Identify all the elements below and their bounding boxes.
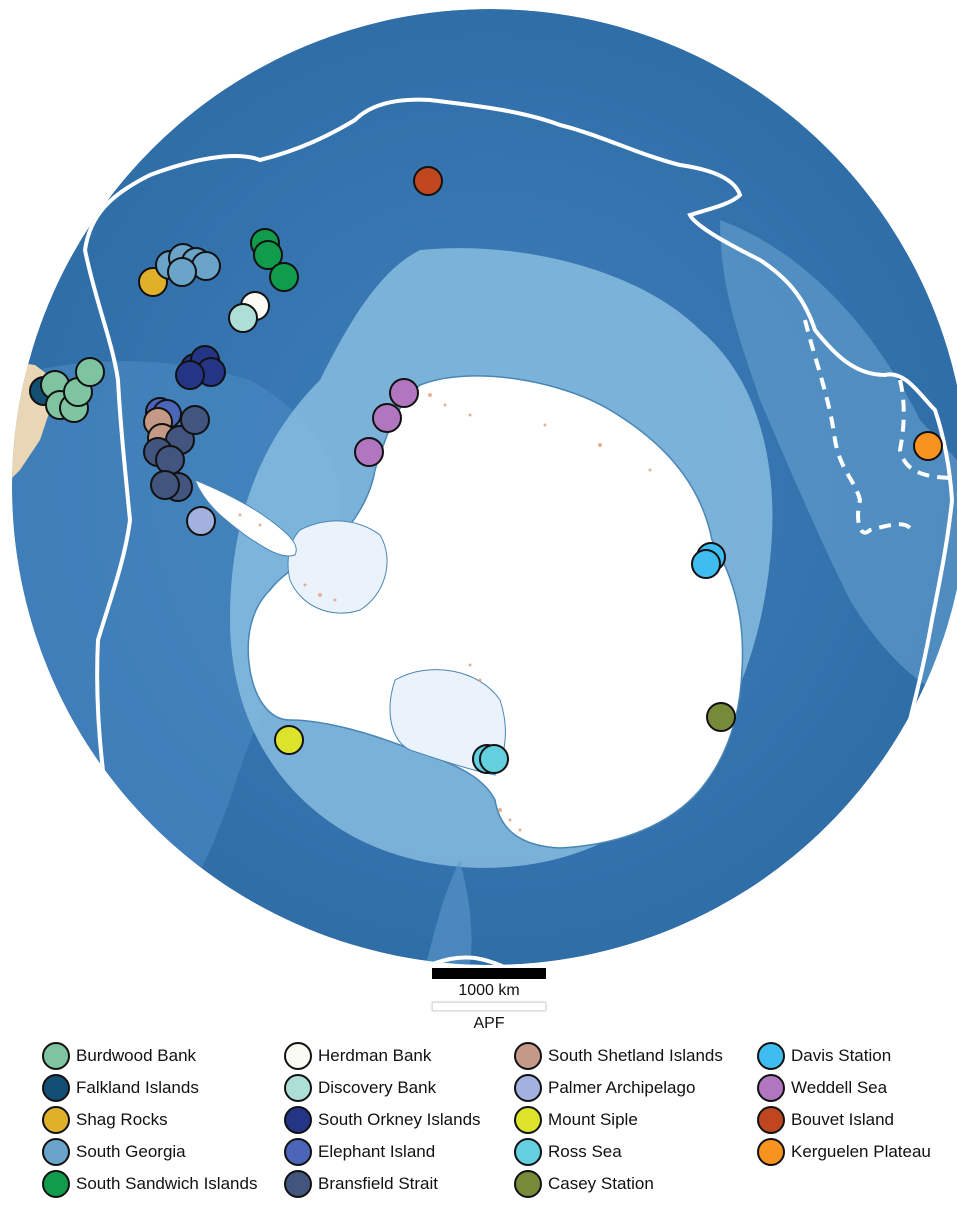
legend-item: Kerguelen Plateau: [757, 1136, 931, 1168]
legend-label: Bouvet Island: [791, 1110, 895, 1129]
legend-swatch: [284, 1138, 312, 1166]
legend-item: Palmer Archipelago: [514, 1072, 723, 1104]
site-marker: [167, 257, 197, 287]
polar-front-dashed: [803, 319, 914, 535]
legend-label: Palmer Archipelago: [548, 1078, 696, 1097]
site-marker: [269, 262, 299, 292]
legend-swatch: [757, 1042, 785, 1070]
legend-item: Herdman Bank: [284, 1040, 481, 1072]
sample-site-markers: [29, 166, 943, 774]
legend-label: Davis Station: [791, 1046, 892, 1065]
polar-front-bottom: [398, 955, 541, 965]
polar-front-legend-line: [432, 1002, 546, 1011]
legend-swatch: [42, 1074, 70, 1102]
legend-label: South Shetland Islands: [548, 1046, 723, 1065]
legend-item: South Orkney Islands: [284, 1104, 481, 1136]
legend-label: Discovery Bank: [318, 1078, 437, 1097]
polar-front-line: [82, 97, 955, 962]
scale-bar-black: [432, 968, 546, 979]
legend-item: Burdwood Bank: [42, 1040, 257, 1072]
legend-item: Shag Rocks: [42, 1104, 257, 1136]
site-marker: [150, 470, 180, 500]
legend-item: Weddell Sea: [757, 1072, 931, 1104]
legend-label: South Sandwich Islands: [76, 1174, 258, 1193]
kerguelen-front-dashed: [897, 379, 957, 480]
scale-bar: 1000 km APF: [432, 968, 546, 1033]
site-marker: [175, 360, 205, 390]
site-marker: [274, 725, 304, 755]
ronne-ice-shelf: [287, 520, 388, 614]
legend-label: Mount Siple: [548, 1110, 638, 1129]
antarctic-peninsula: [194, 479, 297, 557]
site-marker: [75, 357, 105, 387]
legend-column-2: Herdman Bank Discovery Bank South Orkney…: [284, 1040, 481, 1200]
site-marker: [372, 403, 402, 433]
legend-label: Falkland Islands: [76, 1078, 199, 1097]
site-marker: [180, 405, 210, 435]
site-marker: [155, 445, 185, 475]
legend: Burdwood Bank Falkland Islands Shag Rock…: [42, 1040, 957, 1205]
legend-item: Discovery Bank: [284, 1072, 481, 1104]
legend-column-1: Burdwood Bank Falkland Islands Shag Rock…: [42, 1040, 257, 1200]
site-marker: [913, 431, 943, 461]
legend-swatch: [42, 1138, 70, 1166]
legend-label: Herdman Bank: [318, 1046, 432, 1065]
legend-label: South Orkney Islands: [318, 1110, 481, 1129]
legend-label: Ross Sea: [548, 1142, 622, 1161]
rock-outcrops: [238, 393, 652, 832]
legend-swatch: [757, 1074, 785, 1102]
legend-label: Weddell Sea: [791, 1078, 888, 1097]
legend-item: Ross Sea: [514, 1136, 723, 1168]
legend-label: Bransfield Strait: [318, 1174, 438, 1193]
legend-swatch: [514, 1170, 542, 1198]
legend-swatch: [284, 1074, 312, 1102]
scale-distance-label: 1000 km: [458, 982, 520, 999]
legend-label: Elephant Island: [318, 1142, 436, 1161]
polar-front-label: APF: [473, 1015, 505, 1032]
legend-label: South Georgia: [76, 1142, 186, 1161]
legend-item: South Shetland Islands: [514, 1040, 723, 1072]
legend-item: South Georgia: [42, 1136, 257, 1168]
site-marker: [706, 702, 736, 732]
legend-item: Elephant Island: [284, 1136, 481, 1168]
legend-label: Burdwood Bank: [76, 1046, 197, 1065]
legend-swatch: [42, 1170, 70, 1198]
legend-column-4: Davis Station Weddell Sea Bouvet Island …: [757, 1040, 931, 1168]
site-marker: [354, 437, 384, 467]
legend-swatch: [757, 1138, 785, 1166]
legend-swatch: [284, 1106, 312, 1134]
legend-label: Kerguelen Plateau: [791, 1142, 931, 1161]
site-marker: [389, 378, 419, 408]
legend-item: South Sandwich Islands: [42, 1168, 257, 1200]
site-marker: [691, 549, 721, 579]
legend-swatch: [514, 1138, 542, 1166]
site-marker: [186, 506, 216, 536]
site-marker: [253, 240, 283, 270]
legend-swatch: [514, 1106, 542, 1134]
legend-column-3: South Shetland Islands Palmer Archipelag…: [514, 1040, 723, 1200]
legend-swatch: [514, 1042, 542, 1070]
legend-item: Casey Station: [514, 1168, 723, 1200]
site-marker: [413, 166, 443, 196]
legend-swatch: [514, 1074, 542, 1102]
legend-label: Casey Station: [548, 1174, 654, 1193]
site-marker: [479, 744, 509, 774]
legend-swatch: [284, 1170, 312, 1198]
legend-swatch: [42, 1042, 70, 1070]
legend-label: Shag Rocks: [76, 1110, 168, 1129]
legend-swatch: [42, 1106, 70, 1134]
legend-item: Falkland Islands: [42, 1072, 257, 1104]
legend-item: Bouvet Island: [757, 1104, 931, 1136]
legend-swatch: [757, 1106, 785, 1134]
legend-item: Davis Station: [757, 1040, 931, 1072]
site-marker: [228, 303, 258, 333]
legend-swatch: [284, 1042, 312, 1070]
legend-item: Bransfield Strait: [284, 1168, 481, 1200]
legend-item: Mount Siple: [514, 1104, 723, 1136]
